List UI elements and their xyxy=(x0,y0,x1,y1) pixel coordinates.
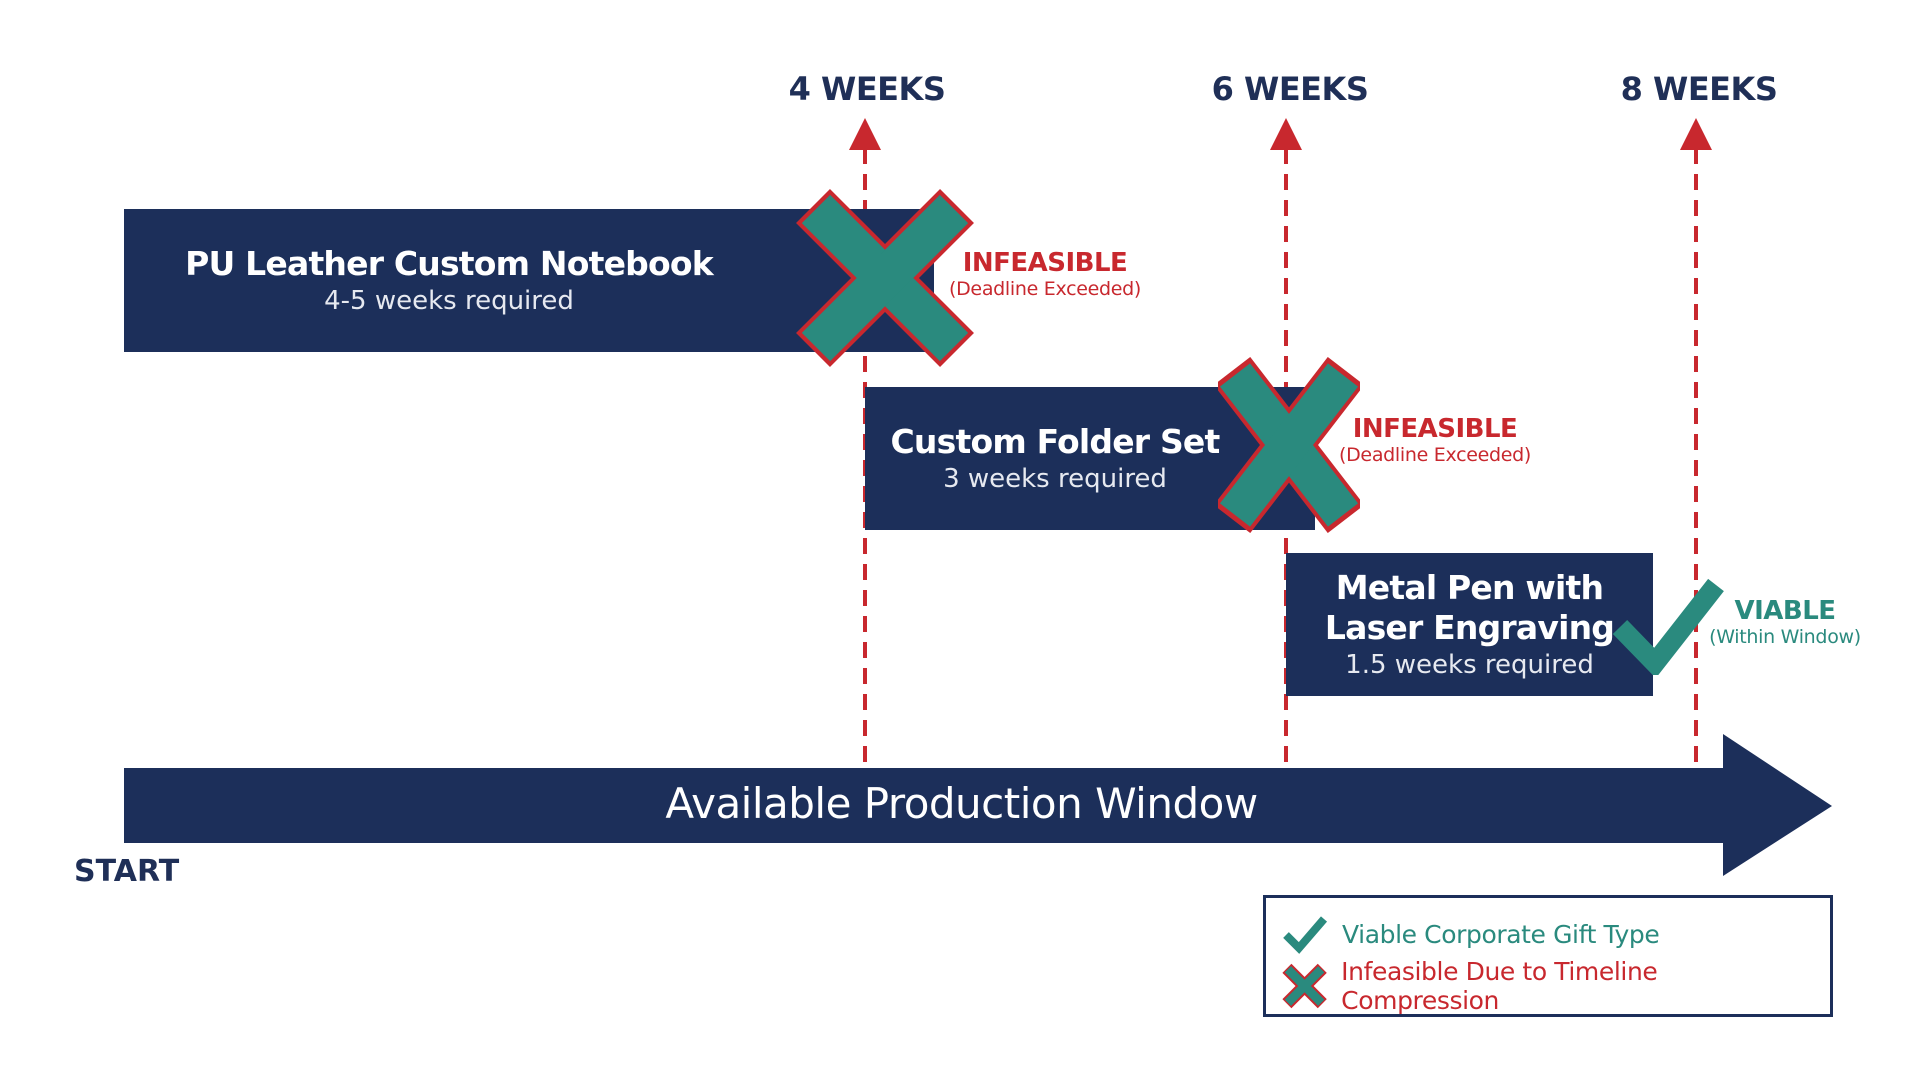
check-icon xyxy=(1612,578,1724,675)
milestone-label-8-weeks: 8 WEEKS xyxy=(1620,70,1778,108)
status-label: VIABLE xyxy=(1734,596,1836,626)
status-label: INFEASIBLE xyxy=(1352,414,1518,444)
deadline-line-4-weeks xyxy=(849,118,881,768)
legend-item-viable: Viable Corporate Gift Type xyxy=(1282,911,1814,957)
legend-label: Viable Corporate Gift Type xyxy=(1342,919,1660,949)
status-note: (Within Window) xyxy=(1709,626,1861,648)
legend-item-infeasible: Infeasible Due to Timeline Compression xyxy=(1282,957,1814,1015)
task-bar-metal-pen: Metal Pen with Laser Engraving 1.5 weeks… xyxy=(1286,553,1653,696)
milestone-label-4-weeks: 4 WEEKS xyxy=(788,70,946,108)
status-infeasible-1: INFEASIBLE (Deadline Exceeded) xyxy=(940,248,1150,300)
status-note: (Deadline Exceeded) xyxy=(1338,444,1532,466)
status-label: INFEASIBLE xyxy=(962,248,1128,278)
task-duration: 3 weeks required xyxy=(943,463,1167,494)
task-title-line-2: Laser Engraving xyxy=(1324,607,1615,647)
x-icon xyxy=(796,189,974,367)
start-label: START xyxy=(74,854,180,889)
status-note: (Deadline Exceeded) xyxy=(948,278,1142,300)
legend-label: Infeasible Due to Timeline Compression xyxy=(1341,957,1658,1015)
task-duration: 1.5 weeks required xyxy=(1345,649,1594,680)
task-duration: 4-5 weeks required xyxy=(324,285,574,316)
status-viable: VIABLE (Within Window) xyxy=(1700,596,1870,648)
legend: Viable Corporate Gift Type Infeasible Du… xyxy=(1263,895,1833,1017)
x-icon xyxy=(1282,963,1327,1009)
deadline-line-8-weeks xyxy=(1680,118,1712,768)
task-title: Custom Folder Set xyxy=(890,421,1221,461)
check-icon xyxy=(1283,916,1328,954)
task-bar-pu-leather-notebook: PU Leather Custom Notebook 4-5 weeks req… xyxy=(124,209,934,352)
task-title-line-1: Metal Pen with xyxy=(1335,567,1604,607)
task-title: PU Leather Custom Notebook xyxy=(185,243,714,283)
milestone-label-6-weeks: 6 WEEKS xyxy=(1211,70,1369,108)
x-icon xyxy=(1218,357,1360,533)
status-infeasible-2: INFEASIBLE (Deadline Exceeded) xyxy=(1330,414,1540,466)
deadline-line-6-weeks xyxy=(1270,118,1302,768)
timeline-label: Available Production Window xyxy=(665,779,1258,828)
